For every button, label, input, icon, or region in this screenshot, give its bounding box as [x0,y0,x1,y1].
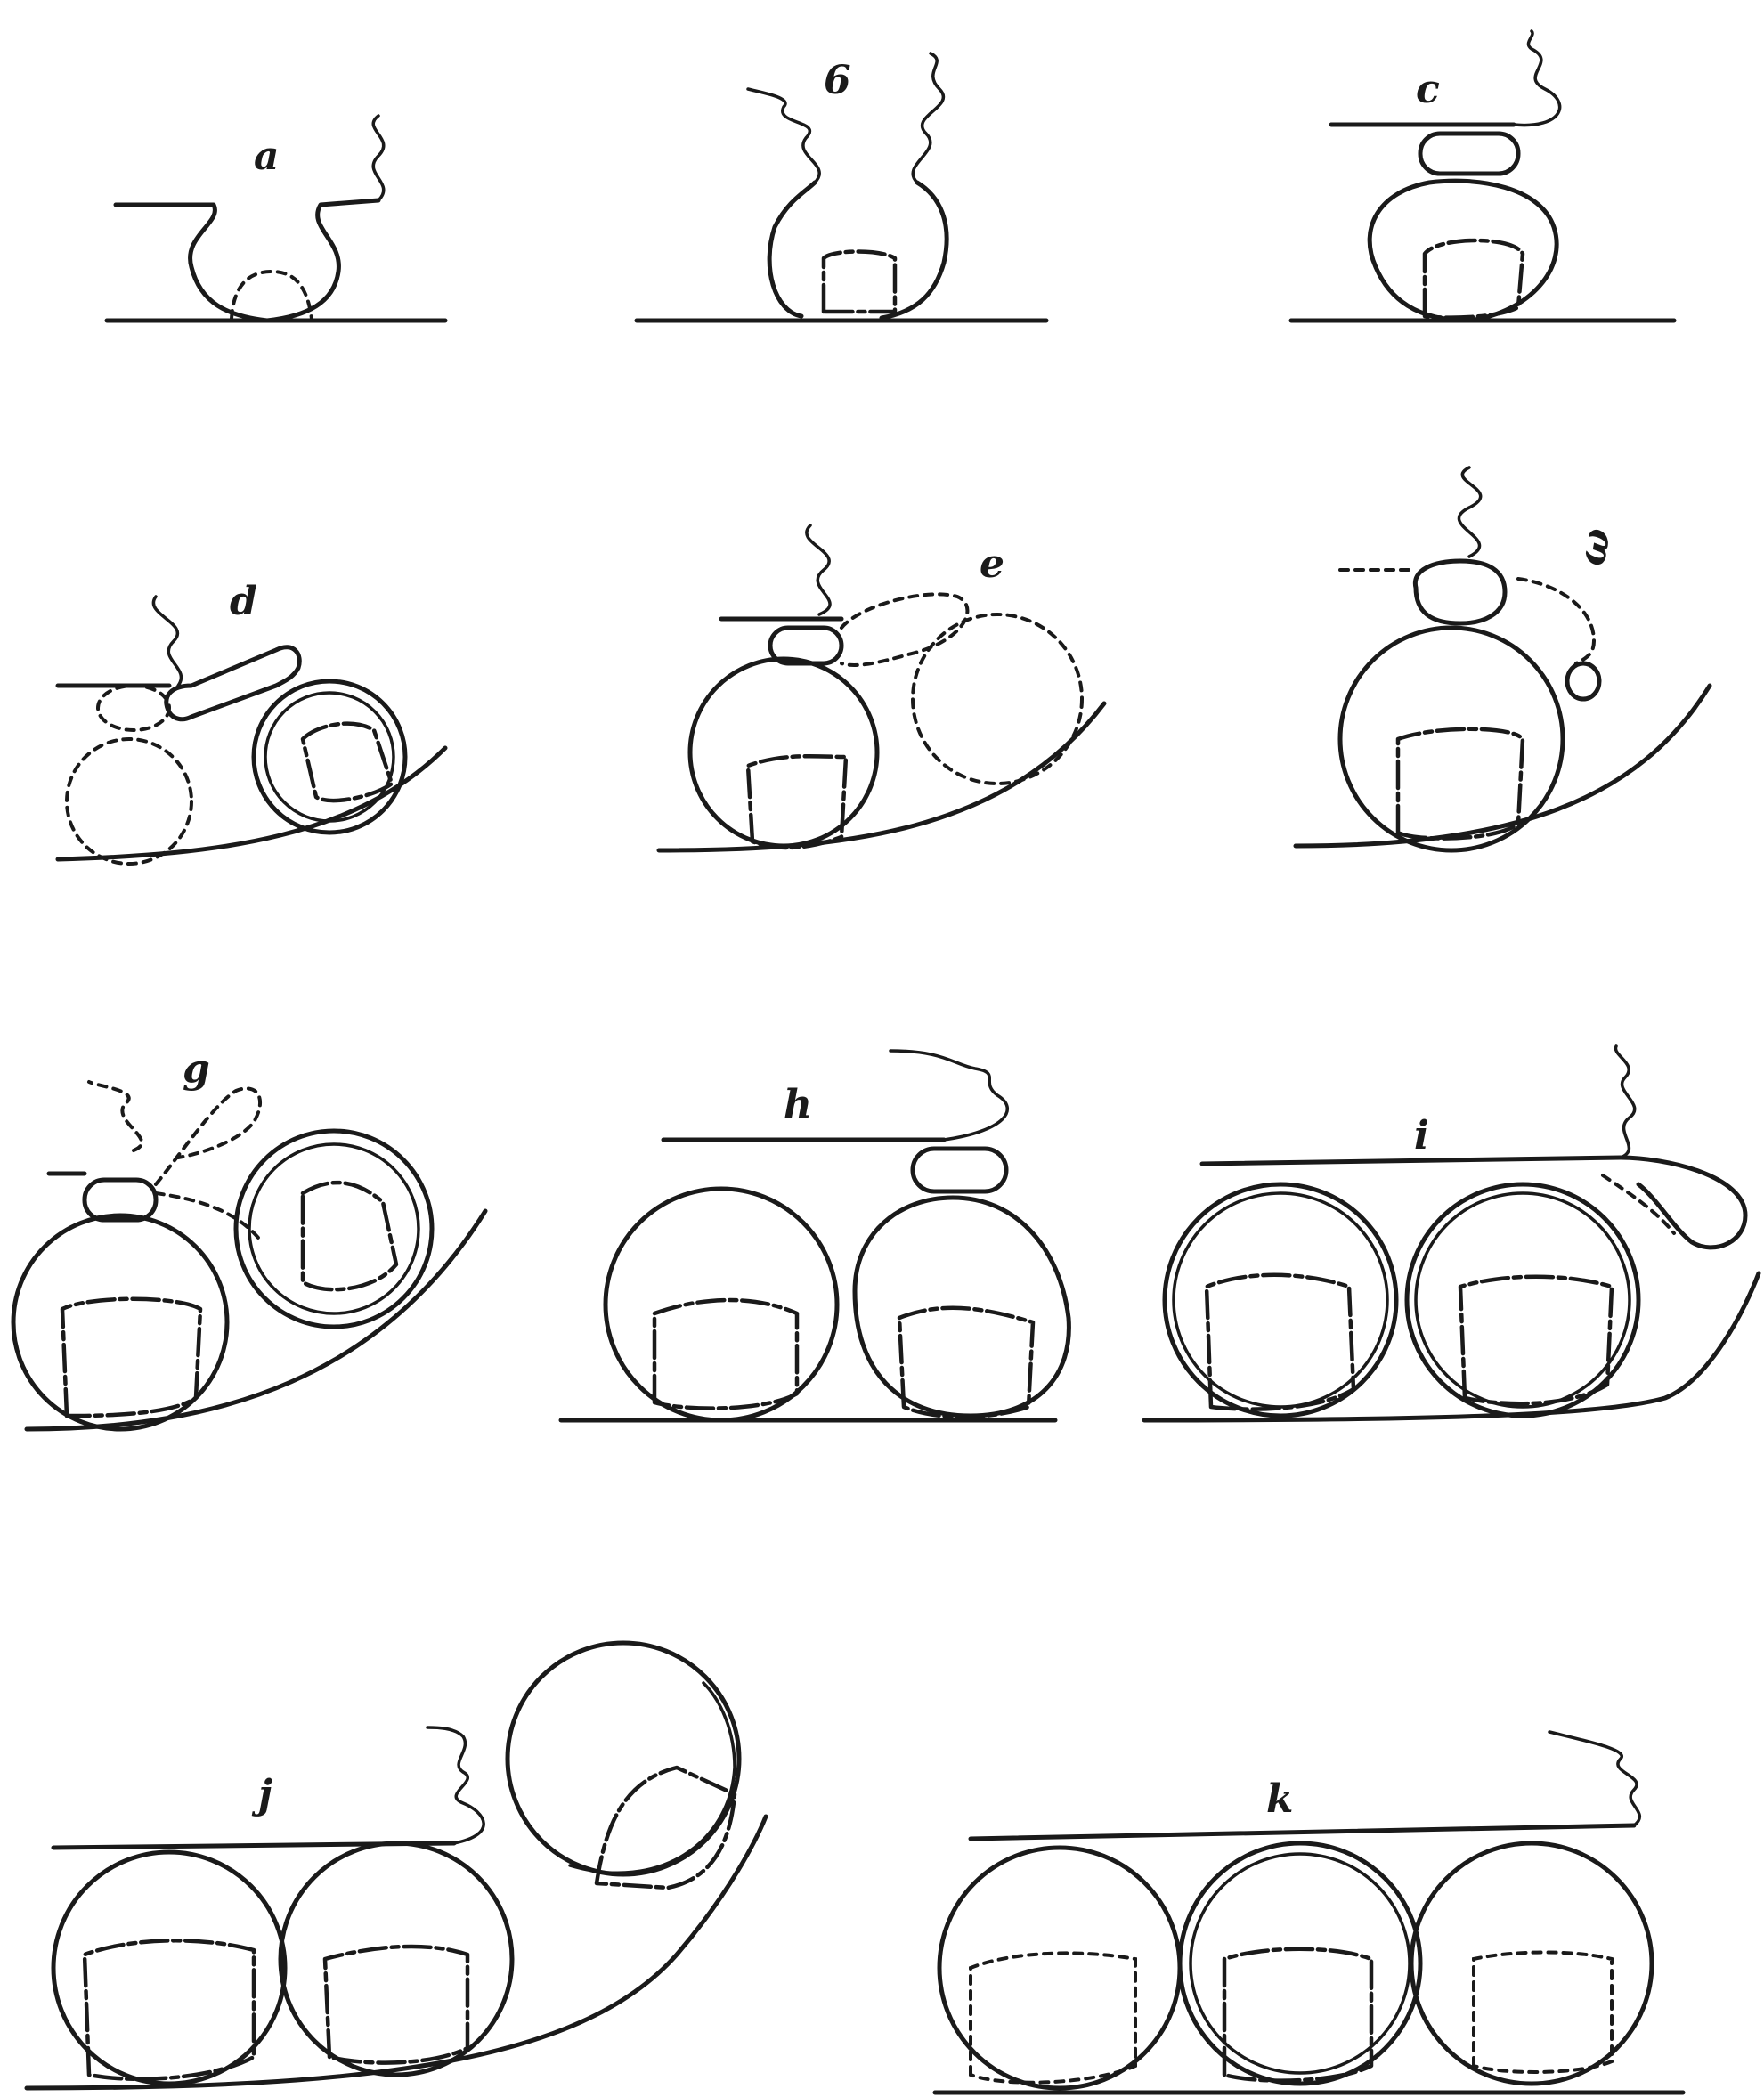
panel-label-k: k [1266,1776,1294,1822]
panel-label-e: e [980,541,1004,587]
panel-h: h [561,1051,1069,1420]
panel-label-a: a [254,134,280,179]
panel-label-h: h [784,1082,812,1127]
panel-c: c [1291,31,1674,321]
panel-label-g: g [183,1046,210,1092]
panel-k: k [935,1732,1683,2093]
panel-label-b: 6 [824,58,851,103]
panel-b: 6 [637,53,1046,321]
panel-label-c: c [1416,67,1440,112]
panel-f: ω [1296,467,1710,850]
panel-a: a [107,116,445,321]
panel-label-j: j [251,1772,272,1817]
panel-i: i [1144,1046,1759,1420]
panel-label-f: ω [1569,524,1621,569]
panel-e: e [659,525,1104,850]
panel-g: g [13,1046,485,1429]
panel-label-i: i [1414,1113,1429,1158]
panel-label-d: d [230,579,257,624]
panel-j: j [27,1643,766,2088]
panel-d: d [58,579,445,864]
